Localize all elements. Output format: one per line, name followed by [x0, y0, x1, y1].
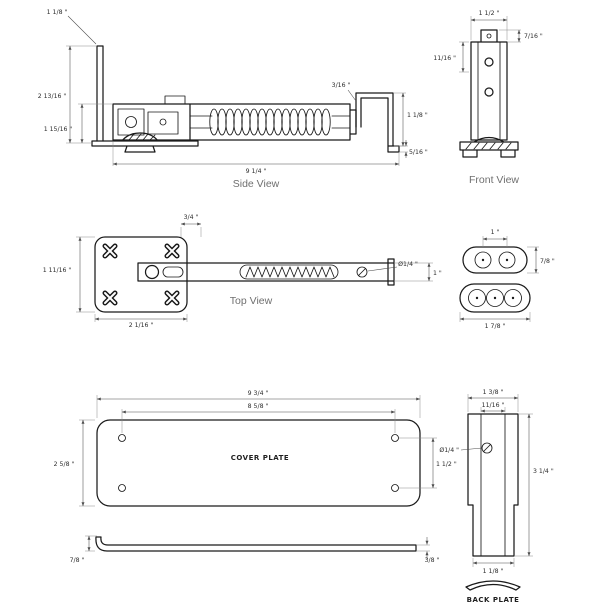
spring-window [239, 264, 339, 280]
leader-gap [347, 89, 357, 102]
front-view: 1 1/2 " 7/16 " 11/16 " Front View [433, 10, 543, 186]
dim-side-arm-tip: 1 1/8 " [47, 9, 68, 16]
dim-guides-hole-span: 1 " [491, 229, 500, 236]
top-tab [164, 95, 186, 105]
leader-screw [367, 266, 398, 272]
dim-guides-width: 1 7/8 " [485, 323, 506, 330]
plunger-rods [189, 115, 351, 129]
corner-screw-slots [102, 243, 180, 306]
dim-side-overall-height: 2 13/16 " [38, 93, 67, 100]
screw-slot-icon [356, 266, 368, 278]
dim-cover-hole-spacing: 1 1/2 " [436, 461, 457, 468]
cover-plate-label: COVER PLATE [231, 454, 289, 462]
dim-back-screw: Ø1/4 " [439, 446, 459, 454]
back-plate-arc [465, 580, 521, 591]
front-hole-lower [484, 87, 494, 97]
cover-hole [118, 484, 126, 492]
front-base [459, 136, 519, 158]
cover-plate-view: COVER PLATE 9 3/4 " 8 5/8 " 2 5/8 " 1 1/… [54, 390, 457, 564]
base-plate [91, 132, 199, 153]
center-mark [475, 296, 479, 300]
dim-side-gap: 3/16 " [332, 82, 351, 89]
dim-cover-height: 2 5/8 " [54, 461, 75, 468]
center-mark [505, 258, 509, 262]
dim-back-width: 1 3/8 " [483, 389, 504, 396]
dim-back-inner-width: 11/16 " [482, 402, 505, 409]
pivot [125, 116, 137, 128]
leader-screw [460, 447, 483, 451]
dim-back-height: 3 1/4 " [533, 468, 554, 475]
guide-hole [474, 251, 492, 269]
dim-cover-thickness: 3/8 " [425, 557, 440, 564]
cover-hole [391, 434, 399, 442]
guide-hole [504, 289, 522, 307]
latch-pin [159, 118, 167, 126]
top-view: 3/4 " 1 11/16 " 2 1/16 " Ø1/4 " 1 " Top … [43, 214, 442, 329]
guide-hole [468, 289, 486, 307]
dim-top-slide: 3/4 " [184, 214, 199, 221]
side-view-label: Side View [233, 178, 280, 190]
dim-front-width: 1 1/2 " [479, 10, 500, 17]
spring-coil [209, 108, 331, 136]
front-hole-upper [484, 57, 494, 67]
guide-end-views: 1 " 7/8 " 1 7/8 " [459, 229, 555, 330]
dim-front-neck: 7/16 " [524, 33, 543, 40]
center-mark [481, 258, 485, 262]
cover-hole [118, 434, 126, 442]
dim-top-bar: 1 " [433, 270, 442, 277]
cover-hole [391, 484, 399, 492]
base-hatch [128, 133, 156, 141]
mount-plate [94, 236, 188, 313]
latch-block [147, 111, 179, 135]
center-mark [511, 296, 515, 300]
cover-plate-outline [96, 419, 421, 507]
dim-top-screw: Ø1/4 " [398, 260, 418, 268]
dim-cover-hole-span: 8 5/8 " [248, 403, 269, 410]
mechanism-body [112, 103, 357, 141]
front-body [470, 29, 508, 141]
dim-guides-height: 7/8 " [540, 258, 555, 265]
guide-hole [486, 289, 504, 307]
center-mark [493, 296, 497, 300]
spring-texture [245, 266, 335, 278]
slide-bar [137, 258, 395, 286]
front-view-label: Front View [469, 174, 519, 186]
cam-block [117, 108, 145, 136]
cover-edge-profile [95, 536, 417, 552]
dim-cover-length: 9 3/4 " [248, 390, 269, 397]
leader-arm-tip [67, 15, 97, 45]
front-inner-lines [477, 41, 501, 141]
slide-slot [162, 266, 184, 278]
dim-side-foot: 5/16 " [409, 149, 428, 156]
extension-lines [459, 16, 521, 73]
back-plate-label: BACK PLATE [467, 596, 520, 604]
top-view-label: Top View [230, 295, 273, 307]
front-base-hatch [465, 142, 512, 150]
front-neck-hole [486, 33, 492, 39]
arm [96, 45, 104, 142]
guide-upper [462, 246, 528, 274]
dim-side-body-height: 1 15/16 " [44, 126, 73, 133]
guide-hole [498, 251, 516, 269]
dim-top-plate-width: 2 1/16 " [129, 322, 154, 329]
dim-side-overall-length: 9 1/4 " [246, 168, 267, 175]
back-plate-inner-lines [480, 413, 506, 557]
dim-front-side: 11/16 " [433, 55, 456, 62]
back-plate-view: 1 3/8 " 11/16 " Ø1/4 " 3 1/4 " 1 1/8 " B… [439, 389, 553, 604]
dim-back-tab-width: 1 1/8 " [483, 568, 504, 575]
dim-side-bracket-drop: 1 1/8 " [407, 112, 428, 119]
dim-cover-lip: 7/8 " [70, 557, 85, 564]
guide-lower [459, 283, 531, 313]
dim-top-plate-height: 1 11/16 " [43, 267, 72, 274]
slide-pivot-hole [144, 264, 160, 280]
extension-lines [459, 236, 539, 322]
side-view: 1 1/8 " 2 13/16 " 1 15/16 " 9 1/4 " 3/16… [38, 9, 428, 190]
